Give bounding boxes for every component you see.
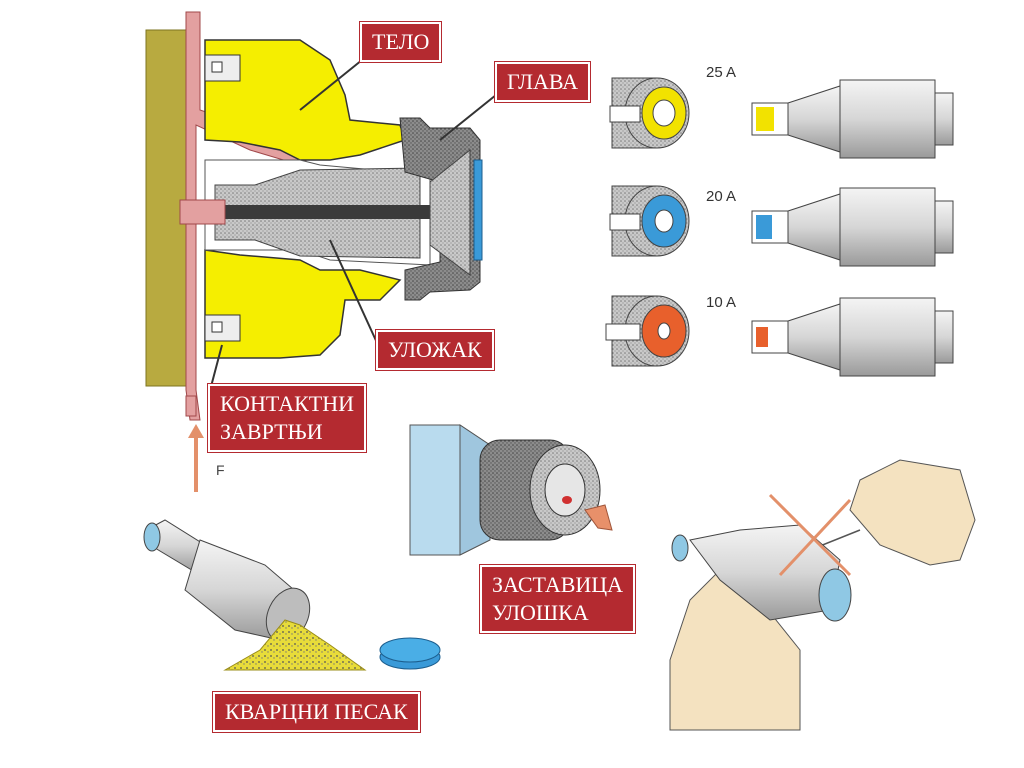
label-contact-screws: КОНТАКТНИ ЗАВРТЊИ bbox=[208, 384, 367, 452]
rating-row-10 bbox=[605, 295, 690, 367]
cartridge-10 bbox=[751, 297, 954, 377]
label-contact-screws-line1: КОНТАКТНИ bbox=[220, 391, 355, 416]
rating-label-25: 25 A bbox=[706, 64, 737, 81]
hands-checking-fuse bbox=[669, 459, 976, 731]
label-insert: УЛОЖАК bbox=[376, 330, 494, 370]
installed-fuse-head bbox=[409, 424, 613, 556]
cartridge-20 bbox=[751, 187, 954, 267]
cartridge-25 bbox=[751, 79, 954, 159]
force-label: F bbox=[216, 462, 225, 478]
rating-row-20 bbox=[609, 185, 690, 257]
fuse-element bbox=[225, 205, 445, 219]
sand-pouring-fuse bbox=[143, 519, 441, 671]
fuse-cross-section bbox=[145, 11, 483, 421]
label-body: ТЕЛО bbox=[360, 22, 442, 62]
quartz-sand-pile bbox=[223, 619, 367, 671]
label-head: ГЛАВА bbox=[495, 62, 591, 102]
label-fuse-indicator-line1: ЗАСТАВИЦА bbox=[492, 572, 624, 597]
porcelain-body bbox=[204, 39, 406, 161]
label-quartz-sand: КВАРЦНИ ПЕСАК bbox=[213, 692, 420, 732]
rating-label-20: 20 A bbox=[706, 188, 737, 205]
label-fuse-indicator-line2: УЛОШКА bbox=[492, 600, 589, 625]
rating-label-10: 10 A bbox=[706, 294, 737, 311]
force-arrow bbox=[188, 424, 204, 492]
label-contact-screws-line2: ЗАВРТЊИ bbox=[220, 419, 323, 444]
label-fuse-indicator: ЗАСТАВИЦА УЛОШКА bbox=[480, 565, 636, 633]
rating-row-25 bbox=[609, 77, 690, 149]
